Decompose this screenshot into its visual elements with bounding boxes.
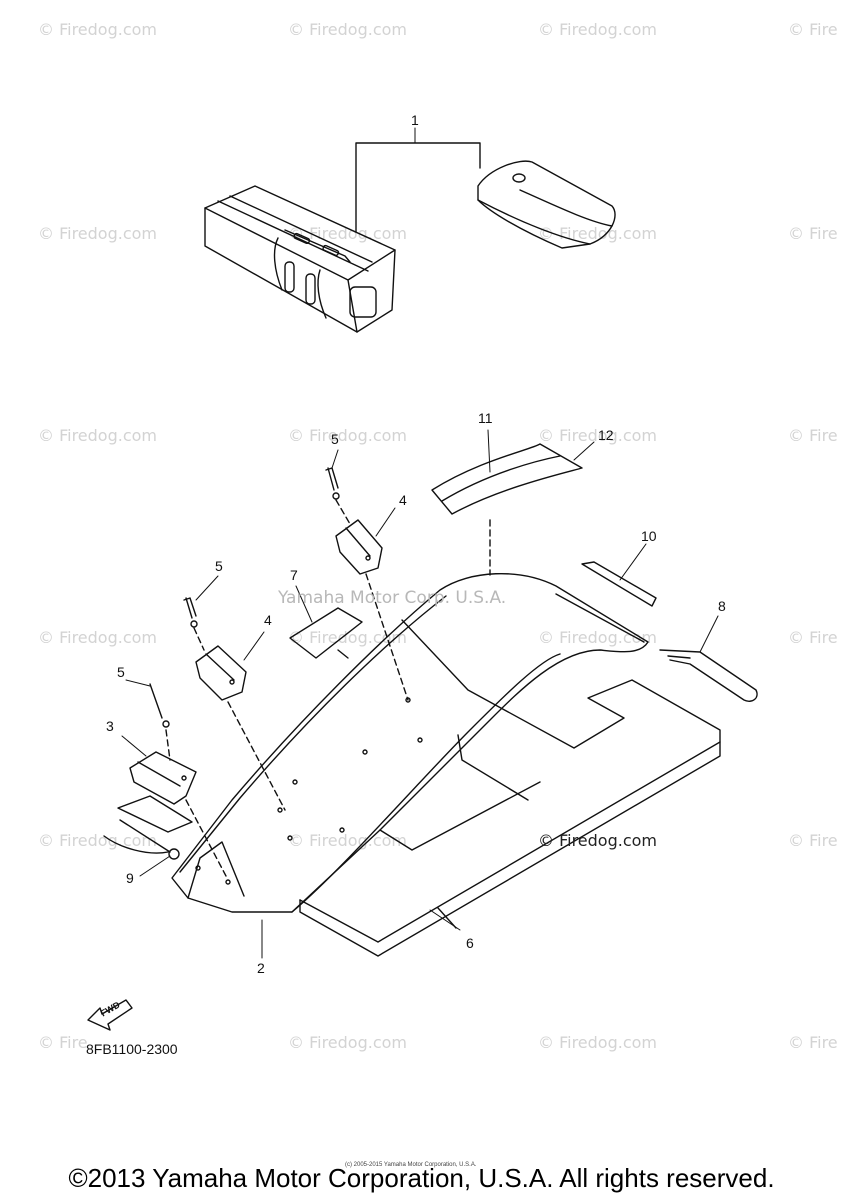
callout-2: 2 [257, 960, 265, 976]
part-1-seat-cover [478, 161, 615, 248]
fwd-arrow-icon [88, 1000, 132, 1030]
callout-3: 3 [106, 718, 114, 734]
watermark: © Fire [788, 1033, 838, 1052]
part-6-pad [300, 620, 720, 956]
copyright-notice: ©2013 Yamaha Motor Corporation, U.S.A. A… [68, 1163, 775, 1193]
assembly-lines [166, 500, 408, 876]
callout-9: 9 [126, 870, 134, 886]
watermark: © Firedog.com [538, 20, 657, 39]
watermark: © Firedog.com [288, 1033, 407, 1052]
callout-7: 7 [290, 567, 298, 583]
watermark: © Firedog.com [38, 628, 157, 647]
part-8-hook [660, 650, 757, 701]
callout-4: 4 [399, 492, 407, 508]
tiny-copyright: (c) 2005-2015 Yamaha Motor Corporation, … [345, 1162, 477, 1168]
part-1-bracket [356, 143, 480, 232]
watermark: © Fire [788, 224, 838, 243]
watermark: © Firedog.com [538, 1033, 657, 1052]
callout-6: 6 [466, 935, 474, 951]
part-5-pin-upper [326, 468, 339, 499]
watermark: © Fire [788, 20, 838, 39]
callout-5: 5 [117, 664, 125, 680]
part-4-clip-lower [196, 646, 246, 700]
part-2-frame [172, 574, 648, 912]
callout-5: 5 [331, 431, 339, 447]
callout-12: 12 [598, 427, 614, 443]
firedog-mark: © Firedog.com [538, 831, 657, 850]
watermark: © Firedog.com [38, 426, 157, 445]
watermark: © Firedog.com [38, 831, 157, 850]
callout-4: 4 [264, 612, 272, 628]
part-10-rail [556, 562, 656, 642]
watermark: © Firedog.com [288, 20, 407, 39]
watermark: © Firedog.com [38, 224, 157, 243]
part-11-12-strip [432, 444, 582, 575]
callout-1: 1 [411, 112, 419, 128]
callout-10: 10 [641, 528, 657, 544]
watermark: © Fire [38, 1033, 88, 1052]
callout-8: 8 [718, 598, 726, 614]
part-3-clip [118, 752, 196, 832]
watermark: © Firedog.com [38, 20, 157, 39]
part-1-seat-block [205, 186, 395, 332]
watermark: © Firedog.com [288, 628, 407, 647]
watermark: © Firedog.com [288, 224, 407, 243]
callout-11: 11 [478, 410, 493, 426]
watermark: © Fire [788, 628, 838, 647]
diagram-code: 8FB1100-2300 [86, 1041, 178, 1057]
part-4-clip-upper [336, 520, 382, 574]
watermark_partial: © Fire [788, 831, 838, 850]
callout-5: 5 [215, 558, 223, 574]
watermark: © Firedog.com [538, 426, 657, 445]
callout-leaders [122, 128, 718, 958]
watermark: © Fire [788, 426, 838, 445]
watermark: © Firedog.com [288, 831, 407, 850]
part-5-pin-lower [150, 684, 169, 727]
part-9-cord [104, 820, 179, 859]
part-7-label [290, 608, 362, 658]
overlay-credit: Yamaha Motor Corp. U.S.A. [278, 588, 507, 608]
part-5-pin-middle [184, 598, 197, 627]
watermark: © Firedog.com [288, 426, 407, 445]
